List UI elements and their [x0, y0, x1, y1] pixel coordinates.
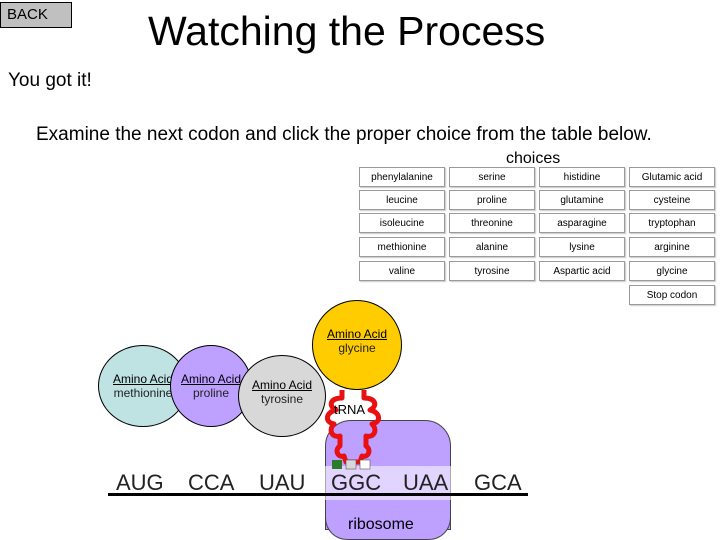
choice-phenylalanine[interactable]: phenylalanine — [359, 167, 445, 187]
choice-histidine[interactable]: histidine — [539, 167, 625, 187]
ribosome-small-subunit — [325, 500, 451, 540]
trna-label: tRNA — [334, 402, 366, 417]
amino-acid-name: proline — [192, 386, 230, 400]
amino-acid-name: methionine — [113, 386, 173, 400]
amino-acid-header: Amino Acid — [251, 378, 313, 392]
amino-acid-tyrosine: Amino Acid tyrosine — [238, 355, 326, 437]
choice-arginine[interactable]: arginine — [629, 237, 715, 257]
choice-glycine[interactable]: glycine — [629, 261, 715, 281]
feedback-message: You got it! — [8, 70, 92, 91]
choice-aspartic-acid[interactable]: Aspartic acid — [539, 261, 625, 281]
choice-cysteine[interactable]: cysteine — [629, 190, 715, 210]
choice-glutamic-acid[interactable]: Glutamic acid — [629, 167, 715, 187]
codon-5: UAA — [403, 470, 449, 495]
choice-alanine[interactable]: alanine — [449, 237, 535, 257]
mrna-strand — [108, 493, 528, 496]
page-title: Watching the Process — [148, 8, 546, 54]
choice-tryptophan[interactable]: tryptophan — [629, 213, 715, 233]
anticodon-block-2 — [345, 459, 357, 470]
choice-asparagine[interactable]: asparagine — [539, 213, 625, 233]
codon-1: AUG — [116, 470, 164, 495]
codon-4: GGC — [331, 470, 382, 495]
codon-3: UAU — [259, 470, 306, 495]
trna-molecule — [325, 390, 381, 465]
choice-methionine[interactable]: methionine — [359, 237, 445, 257]
amino-acid-header: Amino Acid — [326, 327, 388, 341]
choice-proline[interactable]: proline — [449, 190, 535, 210]
choice-tyrosine[interactable]: tyrosine — [449, 261, 535, 281]
ribosome-label: ribosome — [348, 516, 414, 533]
anticodon-block-3 — [359, 459, 371, 470]
amino-acid-header: Amino Acid — [112, 372, 174, 386]
choice-lysine[interactable]: lysine — [539, 237, 625, 257]
back-button[interactable]: BACK — [0, 2, 72, 28]
choice-stop-codon[interactable]: Stop codon — [629, 285, 715, 305]
amino-acid-name: glycine — [338, 341, 376, 355]
choice-threonine[interactable]: threonine — [449, 213, 535, 233]
choices-header: choices — [506, 150, 561, 167]
choice-serine[interactable]: serine — [449, 167, 535, 187]
amino-acid-glycine: Amino Acid glycine — [312, 300, 402, 390]
codon-2: CCA — [188, 470, 235, 495]
choice-isoleucine[interactable]: isoleucine — [359, 213, 445, 233]
amino-acid-header: Amino Acid — [180, 372, 242, 386]
trna-shape — [325, 390, 381, 470]
codon-6: GCA — [474, 470, 522, 495]
choice-leucine[interactable]: leucine — [359, 190, 445, 210]
choice-glutamine[interactable]: glutamine — [539, 190, 625, 210]
anticodon-block-1 — [332, 460, 342, 469]
amino-acid-name: tyrosine — [260, 392, 304, 406]
instruction-text: Examine the next codon and click the pro… — [36, 124, 652, 145]
choice-valine[interactable]: valine — [359, 261, 445, 281]
